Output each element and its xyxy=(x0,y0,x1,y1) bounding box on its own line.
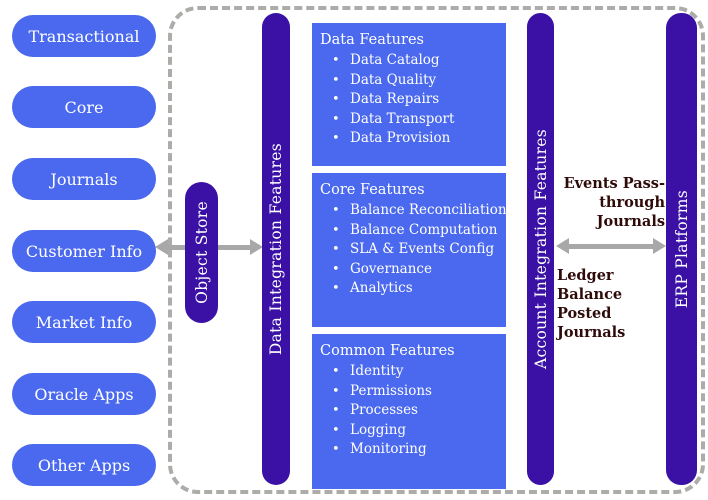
feature-item-label: Identity xyxy=(350,363,404,379)
feature-item: • SLA & Events Config xyxy=(332,240,502,260)
feature-item-label: SLA & Events Config xyxy=(350,241,495,257)
annotation-line: Posted Journals xyxy=(557,305,626,341)
source-pill-label: Oracle Apps xyxy=(34,384,134,404)
integration-erp-arrow xyxy=(556,238,666,255)
feature-item-label: Data Catalog xyxy=(350,52,440,68)
feature-item-label: Data Provision xyxy=(350,130,451,146)
bullet-icon: • xyxy=(332,442,340,457)
account-integration-features-bar: Account Integration Features xyxy=(527,13,554,485)
feature-item: • Balance Computation xyxy=(332,221,502,241)
platform-boundary xyxy=(168,6,705,494)
bullet-icon: • xyxy=(332,242,340,257)
source-pill-label: Other Apps xyxy=(37,455,131,475)
feature-box-core: Core Features • Balance Reconciliation • B… xyxy=(312,173,507,327)
feature-item-label: Logging xyxy=(350,421,407,438)
erp-platforms-label: ERP Platforms xyxy=(672,189,691,309)
bullet-icon: • xyxy=(332,383,340,399)
annotation-line: Ledger Balance xyxy=(557,267,623,303)
arrow-right-head-icon xyxy=(653,238,666,254)
feature-list: • Balance Reconciliation • Balance Computa… xyxy=(318,201,507,299)
source-pill-oracle-apps: Oracle Apps xyxy=(12,373,156,415)
feature-item: • Permissions xyxy=(332,382,502,402)
source-pill-market-info: Market Info xyxy=(12,301,156,343)
bullet-icon: • xyxy=(332,53,340,68)
bullet-icon: • xyxy=(332,422,340,438)
bullet-icon: • xyxy=(332,261,340,277)
source-pill-label: Core xyxy=(64,97,104,117)
bullet-icon: • xyxy=(332,92,340,107)
ledger-balance-posted-journals-label: Ledger Balance Posted Journals xyxy=(557,266,669,342)
annotation-line: Events Pass- xyxy=(563,175,665,192)
bullet-icon: • xyxy=(332,111,340,127)
feature-list: • Identity • Permissions • Processes • Loggi… xyxy=(318,362,502,460)
feature-item-label: Data Repairs xyxy=(350,91,440,107)
feature-box-title: Data Features xyxy=(320,32,424,48)
feature-item: • Data Provision xyxy=(332,129,502,149)
source-pill-transactional: Transactional xyxy=(12,15,156,57)
feature-item: • Processes xyxy=(332,401,502,421)
data-integration-features-label: Data Integration Features xyxy=(267,142,285,356)
feature-box-title: Core Features xyxy=(320,182,425,198)
object-store-pill: Object Store xyxy=(185,182,218,323)
bullet-icon: • xyxy=(332,364,340,379)
source-pill-label: Journals xyxy=(50,169,118,189)
feature-item: • Identity xyxy=(332,362,502,382)
feature-item-label: Data Quality xyxy=(350,71,437,88)
arrow-right-head-icon xyxy=(250,239,263,255)
data-integration-features-bar: Data Integration Features xyxy=(262,13,290,485)
arrow-left-head-icon xyxy=(155,239,168,255)
feature-box-title: Common Features xyxy=(320,343,455,359)
feature-item: • Data Transport xyxy=(332,110,502,130)
feature-item-label: Balance Computation xyxy=(350,221,498,238)
source-pill-other-apps: Other Apps xyxy=(12,444,156,486)
annotation-line: through xyxy=(599,194,665,211)
source-pill-journals: Journals xyxy=(12,158,156,200)
account-integration-features-label: Account Integration Features xyxy=(531,129,550,369)
feature-item: • Data Repairs xyxy=(332,90,502,110)
bullet-icon: • xyxy=(332,203,340,218)
object-store-label: Object Store xyxy=(192,201,211,304)
arrow-left-head-icon xyxy=(556,238,569,254)
feature-list: • Data Catalog • Data Quality • Data Repair… xyxy=(318,51,502,149)
annotation-line: Journals xyxy=(596,213,665,230)
source-pill-customer-info: Customer Info xyxy=(12,230,156,272)
feature-item: • Analytics xyxy=(332,279,502,299)
bullet-icon: • xyxy=(332,222,340,238)
feature-item: • Governance xyxy=(332,260,502,280)
feature-item-label: Monitoring xyxy=(350,441,427,457)
events-passthrough-journals-label: Events Pass- through Journals xyxy=(550,174,665,231)
feature-item-label: Permissions xyxy=(350,382,432,399)
feature-item-label: Processes xyxy=(350,402,418,418)
bullet-icon: • xyxy=(332,131,340,146)
bullet-icon: • xyxy=(332,281,340,296)
feature-box-data: Data Features • Data Catalog • Data Qualit… xyxy=(312,23,506,166)
source-pill-core: Core xyxy=(12,86,156,128)
erp-platforms-bar: ERP Platforms xyxy=(666,13,697,485)
source-pill-label: Customer Info xyxy=(25,241,143,261)
source-pill-label: Transactional xyxy=(28,26,140,46)
feature-item-label: Analytics xyxy=(350,280,413,296)
feature-item-label: Governance xyxy=(350,260,432,277)
feature-item: • Data Catalog xyxy=(332,51,502,71)
feature-box-common: Common Features • Identity • Permissions •… xyxy=(312,334,506,489)
feature-item: • Monitoring xyxy=(332,440,502,460)
feature-item-label: Balance Reconciliation xyxy=(350,202,507,218)
feature-item: • Data Quality xyxy=(332,71,502,91)
bullet-icon: • xyxy=(332,403,340,418)
feature-item: • Balance Reconciliation xyxy=(332,201,507,221)
source-pill-label: Market Info xyxy=(35,312,133,332)
feature-item: • Logging xyxy=(332,421,502,441)
feature-item-label: Data Transport xyxy=(350,110,455,127)
arrow-shaft xyxy=(566,244,656,249)
bullet-icon: • xyxy=(332,72,340,88)
